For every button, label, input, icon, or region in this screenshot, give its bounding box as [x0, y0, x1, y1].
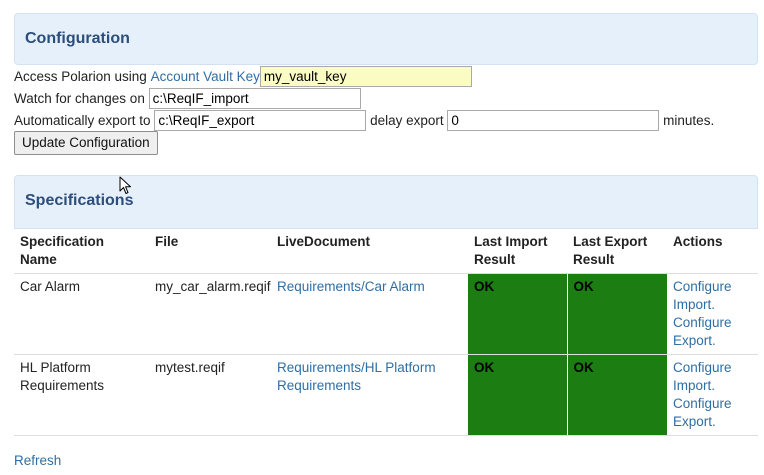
col-actions: Actions [667, 229, 758, 274]
col-specification-name: Specification Name [14, 229, 149, 274]
col-last-import-result: Last Import Result [468, 229, 567, 274]
refresh-link[interactable]: Refresh [14, 453, 62, 468]
livedocument-link[interactable]: Requirements/Car Alarm [277, 279, 425, 294]
configure-export-link[interactable]: Configure Export. [673, 396, 732, 429]
actions-cell: Configure Import. Configure Export. [667, 273, 758, 355]
configuration-header: Configuration [14, 13, 758, 65]
spec-file: mytest.reqif [149, 354, 271, 436]
import-result-cell: OK [468, 354, 567, 436]
configuration-title: Configuration [25, 30, 130, 47]
export-folder-input[interactable] [154, 109, 367, 131]
specifications-table: Specification Name File LiveDocument Las… [14, 229, 758, 436]
specifications-header: Specifications [14, 175, 758, 229]
spec-name: HL Platform Requirements [14, 354, 149, 436]
col-livedocument: LiveDocument [271, 229, 468, 274]
livedocument-cell: Requirements/HL Platform Requirements [271, 354, 468, 436]
import-result-cell: OK [468, 273, 567, 355]
table-row: HL Platform Requirements mytest.reqif Re… [14, 354, 758, 436]
specifications-title: Specifications [25, 192, 134, 209]
update-configuration-button[interactable]: Update Configuration [14, 131, 158, 155]
livedocument-cell: Requirements/Car Alarm [271, 273, 468, 355]
account-vault-key-link[interactable]: Account Vault Key [150, 68, 260, 84]
configure-import-link[interactable]: Configure Import. [673, 279, 732, 312]
export-label: Automatically export to [14, 112, 151, 128]
watch-row: Watch for changes on [14, 87, 361, 109]
actions-cell: Configure Import. Configure Export. [667, 354, 758, 436]
livedocument-link[interactable]: Requirements/HL Platform Requirements [277, 360, 436, 393]
delay-label: delay export [370, 112, 444, 128]
table-row: Car Alarm my_car_alarm.reqif Requirement… [14, 273, 758, 355]
minutes-label: minutes. [663, 112, 715, 128]
configure-import-link[interactable]: Configure Import. [673, 360, 732, 393]
vault-row: Access Polarion using Account Vault Key [14, 65, 472, 87]
watch-label: Watch for changes on [14, 90, 145, 106]
delay-input[interactable] [447, 109, 660, 131]
spec-file: my_car_alarm.reqif [149, 273, 271, 355]
export-row: Automatically export to delay export min… [14, 109, 715, 131]
mouse-pointer-icon [119, 176, 131, 194]
col-file: File [149, 229, 271, 274]
configure-export-link[interactable]: Configure Export. [673, 315, 732, 348]
watch-folder-input[interactable] [148, 87, 361, 109]
vault-key-input[interactable] [259, 65, 472, 87]
table-header-row: Specification Name File LiveDocument Las… [14, 229, 758, 274]
vault-label: Access Polarion using [14, 68, 147, 84]
export-result-cell: OK [566, 354, 667, 436]
col-last-export-result: Last Export Result [567, 229, 667, 274]
spec-name: Car Alarm [14, 273, 149, 355]
export-result-cell: OK [566, 273, 667, 355]
